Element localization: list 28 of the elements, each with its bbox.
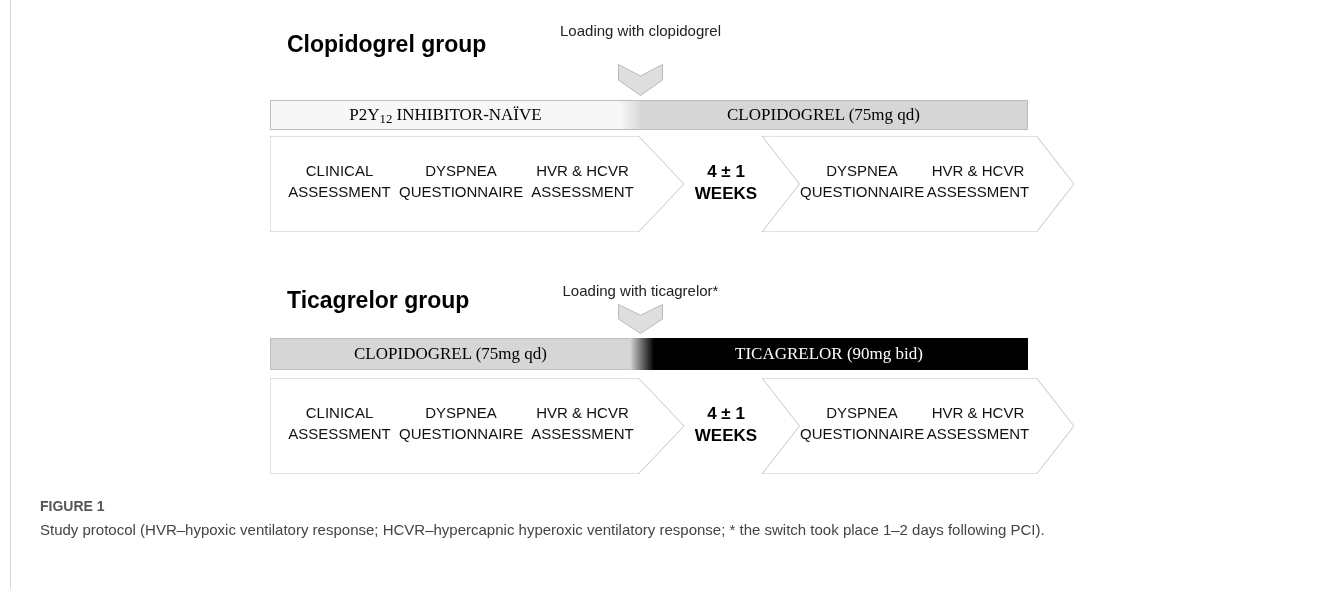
group-heading: Clopidogrel group [287,30,487,59]
step-label: DYSPNEA QUESTIONNAIRE [399,161,523,202]
step-label: DYSPNEA QUESTIONNAIRE [800,161,924,202]
duration-label: 4 ± 1 WEEKS [690,402,762,448]
step-label: HVR & HCVR ASSESSMENT [925,161,1031,202]
figure-caption: Study protocol (HVR–hypoxic ventilatory response; HCVR–hypercapnic hyperoxic ventilatory response; * the switch took place 1–2 days following PCI). [40,520,1046,540]
phase-chevron [270,136,684,232]
treatment-bar: CLOPIDOGREL (75mg qd) [620,100,1028,130]
figure-title: FIGURE 1 [40,497,105,516]
step-label: DYSPNEA QUESTIONNAIRE [399,403,523,444]
step-label: CLINICAL ASSESSMENT [287,403,392,444]
step-label: HVR & HCVR ASSESSMENT [530,161,635,202]
loading-note: Loading with ticagrelor* [561,281,720,301]
loading-note: Loading with clopidogrel [559,21,722,41]
phase-chevron [270,378,684,474]
step-label: HVR & HCVR ASSESSMENT [925,403,1031,444]
step-label: CLINICAL ASSESSMENT [287,161,392,202]
phase-chevron [762,136,1074,232]
chevron-marker [618,64,663,96]
treatment-bar: CLOPIDOGREL (75mg qd) [270,338,630,370]
step-label: DYSPNEA QUESTIONNAIRE [800,403,924,444]
treatment-bar: P2Y$_{12}$ INHIBITOR-NAÏVE [270,100,620,130]
treatment-bar: TICAGRELOR (90mg bid) [630,338,1028,370]
group-heading: Ticagrelor group [287,286,470,315]
phase-chevron [762,378,1074,474]
duration-label: 4 ± 1 WEEKS [690,160,762,206]
chevron-marker [618,304,663,334]
step-label: HVR & HCVR ASSESSMENT [530,403,635,444]
